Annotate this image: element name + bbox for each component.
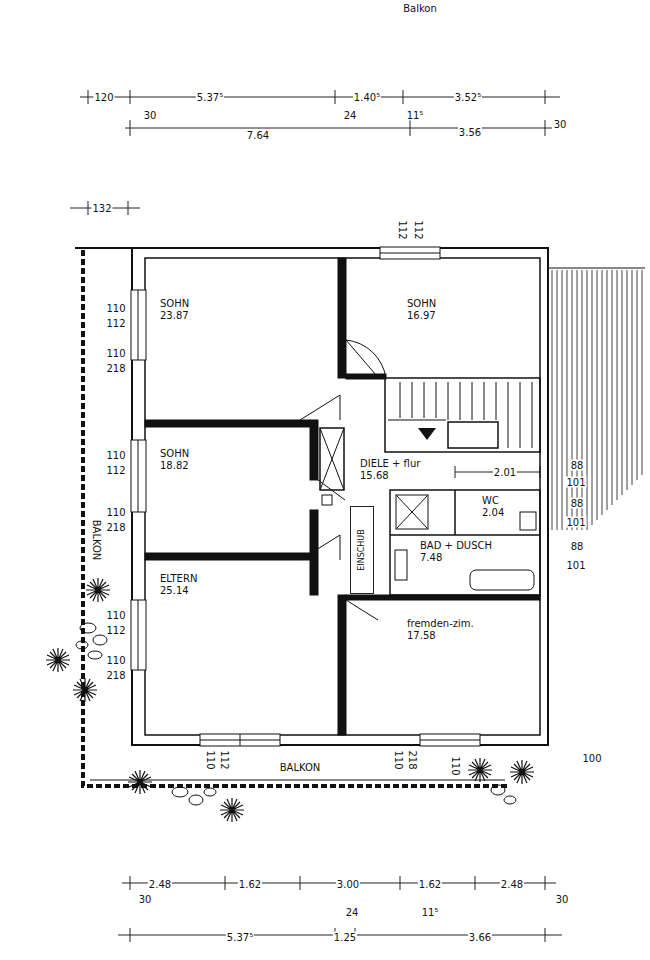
room: WC2.04 <box>480 493 509 522</box>
dimension-label: 101 <box>565 517 586 528</box>
dimension-label: 1.25 <box>333 932 357 943</box>
area-label: BALKON <box>91 519 102 562</box>
dimension-label: 2.48 <box>500 879 524 890</box>
dimension-label: 24 <box>343 110 358 121</box>
room-name: WC <box>482 495 507 507</box>
area-label: BALKON <box>279 762 322 773</box>
dimension-label: 3.00 <box>336 879 360 890</box>
room-area: 23.87 <box>160 310 192 322</box>
room-name: SOHN <box>160 298 192 310</box>
room-area: 7.48 <box>420 552 495 564</box>
dimension-label: 110 <box>105 655 126 666</box>
room-area: 25.14 <box>160 585 200 597</box>
dimension-label: 110 <box>105 507 126 518</box>
dimension-label: 30 <box>138 894 153 905</box>
room-name: DIELE + flur <box>360 458 423 470</box>
dimension-label: 112 <box>413 219 424 240</box>
dimension-label: 112 <box>105 625 126 636</box>
dimension-label: 112 <box>397 219 408 240</box>
dimension-label: 5.37⁵ <box>226 932 254 943</box>
room-name: ELTERN <box>160 573 200 585</box>
dimension-label: 24 <box>345 907 360 918</box>
cabinet-box: EINSCHUB <box>350 506 374 594</box>
room-area: 16.97 <box>407 310 439 322</box>
dimension-label: 110 <box>105 610 126 621</box>
room: BAD + DUSCH7.48 <box>418 538 497 567</box>
room-name: SOHN <box>160 448 192 460</box>
dimension-label: 88 <box>570 541 585 552</box>
room-name: fremden-zim. <box>407 618 476 630</box>
dimension-label: 1.62 <box>418 879 442 890</box>
dimension-label: 30 <box>555 894 570 905</box>
dimension-label: 110 <box>105 303 126 314</box>
dimension-label: 3.66 <box>468 932 492 943</box>
dimension-label: 30 <box>143 110 158 121</box>
dimension-label: 3.56 <box>458 127 482 138</box>
room-name: EINSCHUB <box>358 529 366 570</box>
dimension-label: 101 <box>565 477 586 488</box>
dimension-label: 110 <box>105 348 126 359</box>
dimension-label: 110 <box>105 450 126 461</box>
dimension-label: 88 <box>570 460 585 471</box>
dimension-label: 218 <box>105 670 126 681</box>
dimension-label: 5.37⁵ <box>196 92 224 103</box>
area-label: Balkon <box>402 3 438 14</box>
room-area: 15.68 <box>360 470 423 482</box>
room-area: 18.82 <box>160 460 192 472</box>
dimension-label: 218 <box>105 363 126 374</box>
room: DIELE + flur15.68 <box>358 456 425 485</box>
dimension-label: 218 <box>105 522 126 533</box>
dimension-label: 110 <box>450 755 461 776</box>
dimension-label: 132 <box>91 203 112 214</box>
dimension-label: 120 <box>93 92 114 103</box>
dimension-label: 88 <box>570 498 585 509</box>
room: SOHN18.82 <box>158 446 194 475</box>
room-area: 17.58 <box>407 630 476 642</box>
room-name: BAD + DUSCH <box>420 540 495 552</box>
room: fremden-zim.17.58 <box>405 616 478 645</box>
dimension-label: 218 <box>407 749 418 770</box>
dimension-label: 112 <box>105 318 126 329</box>
dimension-label: 7.64 <box>246 130 270 141</box>
dimension-label: 112 <box>219 749 230 770</box>
dimension-label: 2.01 <box>493 467 517 478</box>
dimension-label: 11⁵ <box>421 907 440 918</box>
room-area: 2.04 <box>482 507 507 519</box>
dimension-label: 2.48 <box>148 879 172 890</box>
dimension-label: 30 <box>553 119 568 130</box>
dimension-label: 100 <box>581 753 602 764</box>
dimension-label: 112 <box>105 465 126 476</box>
dimension-label: 110 <box>393 749 404 770</box>
room: SOHN23.87 <box>158 296 194 325</box>
room-name: SOHN <box>407 298 439 310</box>
room: SOHN16.97 <box>405 296 441 325</box>
dimension-label: 11⁵ <box>406 110 425 121</box>
dimension-label: 101 <box>565 560 586 571</box>
dimension-label: 1.40⁵ <box>353 92 381 103</box>
dimension-label: 1.62 <box>238 879 262 890</box>
dimension-label: 3.52⁵ <box>454 92 482 103</box>
dimension-label: 110 <box>205 749 216 770</box>
room: ELTERN25.14 <box>158 571 202 600</box>
